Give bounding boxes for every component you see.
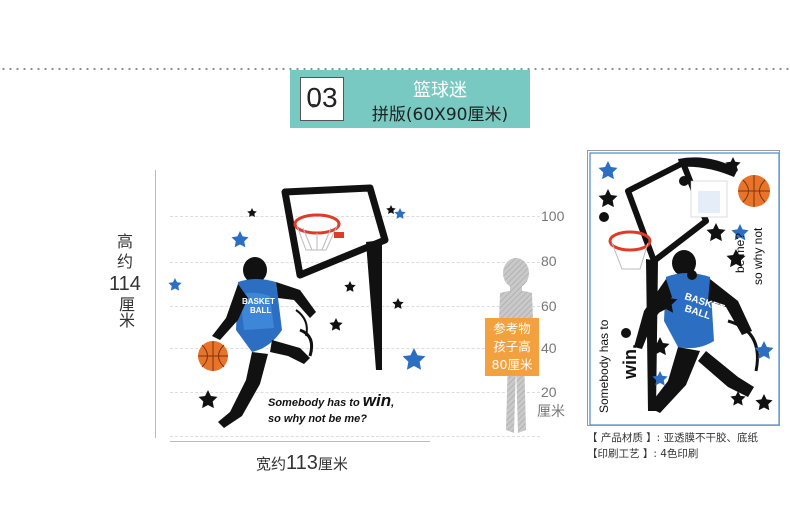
height-unit: 厘米 [116,296,135,328]
jersey-text-2: BALL [250,306,271,315]
reference-line-3: 80厘米 [491,357,533,372]
item-number: 03 [306,82,338,113]
spec-print-value: 4色印刷 [660,448,699,460]
gridline [170,262,540,263]
title-banner: 03 篮球迷 拼版(60X90厘米) [290,70,530,128]
gridline [170,392,540,393]
gridline [170,348,540,349]
height-label: 高 约 114 厘米 [105,232,145,328]
width-unit: 厘米 [317,455,348,473]
spec-list: 【 产品材质 】: 亚透膜不干胶、底纸 【印刷工艺 】: 4色印刷 [587,430,758,462]
scale-unit: 厘米 [537,404,565,420]
product-text-right-1: be me? [733,233,747,273]
slogan-line-2: so why not be me? [268,413,368,425]
reference-line-1: 参考物 [493,321,531,336]
item-number-badge: 03 [300,77,344,121]
dotted-divider [0,68,790,70]
basketball-wall-sticker: BASKET BALL [168,184,426,428]
scale-tick: 100 [541,208,565,224]
star-icon [168,208,426,370]
jersey-text-1: BASKET [242,297,275,306]
gridline [170,216,540,217]
slogan-comma: , [391,397,395,409]
hoop-icon [293,213,344,251]
scale-tick: 40 [541,340,557,356]
width-value: 113 [286,452,318,474]
spec-print-label: 【印刷工艺 】: [587,448,657,460]
gridline [170,436,540,437]
basketball-icon [738,175,770,207]
width-ruler [170,441,430,442]
height-char-1: 高 [116,232,133,251]
product-text-left: Somebody has to [597,319,611,413]
spec-material-label: 【 产品材质 】: [587,432,661,444]
player-icon [212,257,316,428]
gridline [170,306,540,307]
spec-row-print: 【印刷工艺 】: 4色印刷 [587,446,758,462]
width-label: 宽约113厘米 [256,452,348,475]
height-value: 114 [109,273,141,295]
backboard-icon [281,184,389,370]
scale-tick: 20 [541,384,557,400]
arrow-down-icon [310,104,316,108]
slogan-text: Somebody has to win, so why not be me? [268,391,395,427]
reference-line-2: 孩子高 [493,339,531,354]
star-icon [198,205,404,409]
product-text-win: win, [620,344,640,380]
slogan-win: win [362,391,392,410]
slogan-line-1: Somebody has to [268,397,363,409]
product-text-right-2: so why not [751,227,765,285]
product-title: 篮球迷 [413,80,467,101]
height-ruler [155,170,156,438]
scale-tick: 60 [541,298,557,314]
scale-tick: 80 [541,253,557,269]
spec-row-material: 【 产品材质 】: 亚透膜不干胶、底纸 [587,430,758,446]
width-prefix: 宽约 [256,455,287,473]
reference-note: 参考物 孩子高 80厘米 [485,318,539,376]
product-preview: BASKET BALL Somebody has to win, be me? … [587,150,780,426]
height-char-2: 约 [116,252,133,271]
product-subtitle: 拼版(60X90厘米) [371,105,509,125]
basketball-icon [198,341,228,371]
spec-material-value: 亚透膜不干胶、底纸 [663,432,759,444]
sticker-layout-preview: BASKET BALL Somebody has to win, be me? … [589,152,779,425]
